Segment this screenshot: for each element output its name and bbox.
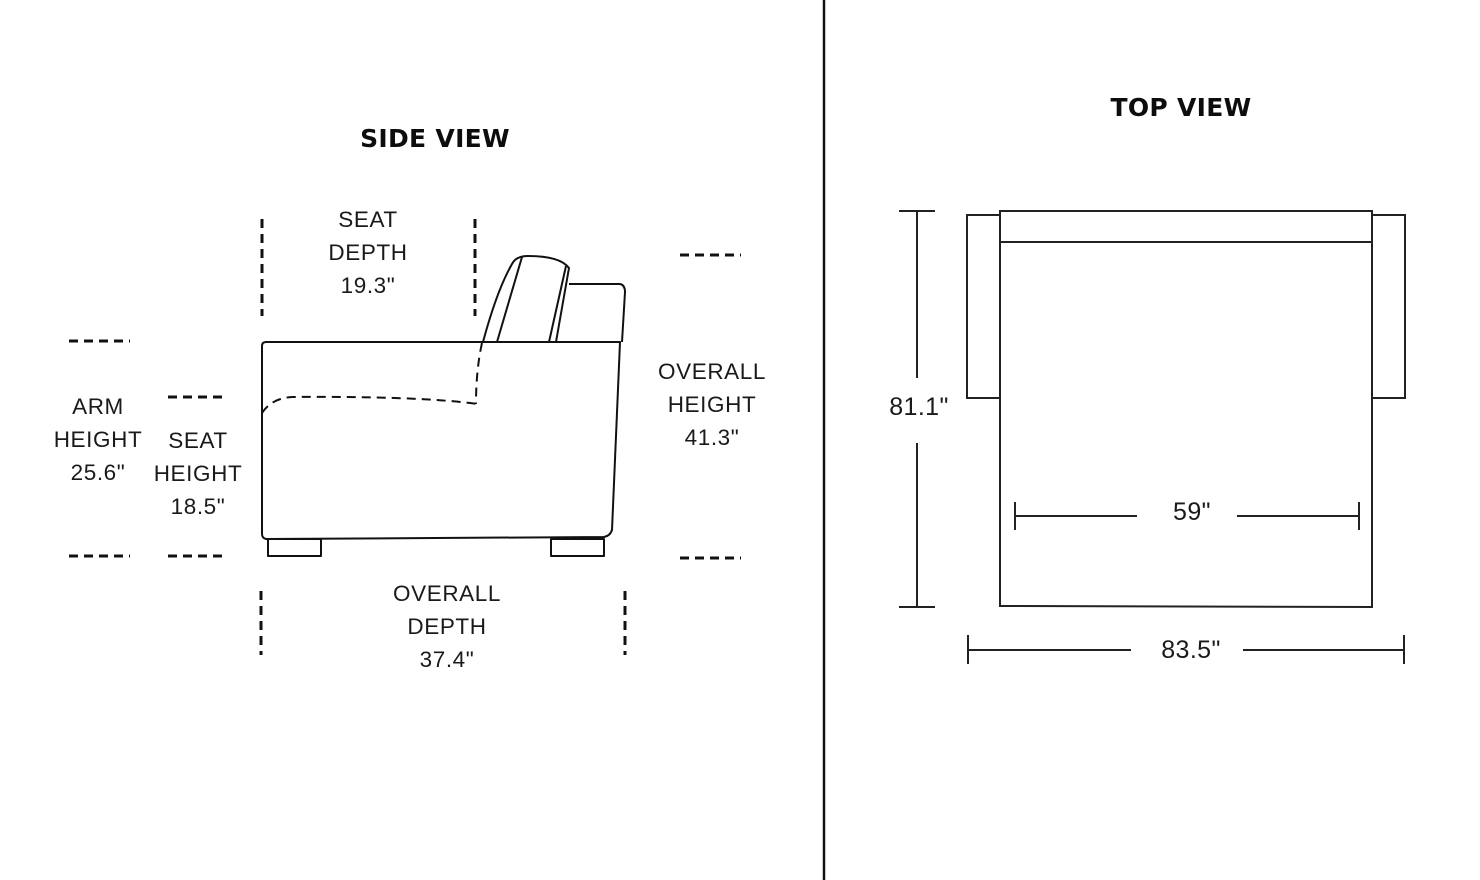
overall-depth-line2: DEPTH [407,614,487,639]
seat-height-line2: HEIGHT [153,461,243,486]
seat-height-value: 18.5" [170,494,226,519]
seat-depth-label: SEAT DEPTH 19.3" [308,203,428,302]
seat-profile-dashed [261,342,483,414]
length-dimension: 81.1" [884,393,954,422]
overall-height-line1: OVERALL [658,359,766,384]
overall-height-line2: HEIGHT [667,392,757,417]
arm-height-line2: HEIGHT [53,427,143,452]
sofa-top-drawing [966,210,1406,609]
sofa-side-drawing [261,255,626,557]
seat-height-label: SEAT HEIGHT 18.5" [138,424,258,523]
overall-depth-value: 37.4" [419,647,475,672]
overall-depth-line1: OVERALL [393,581,501,606]
inner-width-dimension: 59" [1152,498,1232,527]
seat-height-line1: SEAT [168,428,228,453]
arm-height-label: ARM HEIGHT 25.6" [38,390,158,489]
overall-height-label: OVERALL HEIGHT 41.3" [647,355,777,454]
dimension-ticks-side [69,219,741,655]
seat-depth-line2: DEPTH [328,240,408,265]
overall-width-dimension: 83.5" [1146,636,1236,665]
seat-depth-line1: SEAT [338,207,398,232]
seat-depth-value: 19.3" [340,273,396,298]
arm-height-value: 25.6" [70,460,126,485]
arm-height-line1: ARM [72,394,124,419]
top-view-title: TOP VIEW [1110,93,1252,122]
overall-depth-label: OVERALL DEPTH 37.4" [382,577,512,676]
overall-height-value: 41.3" [684,425,740,450]
side-view-title: SIDE VIEW [360,124,510,153]
dimension-lines-top [899,210,1405,664]
